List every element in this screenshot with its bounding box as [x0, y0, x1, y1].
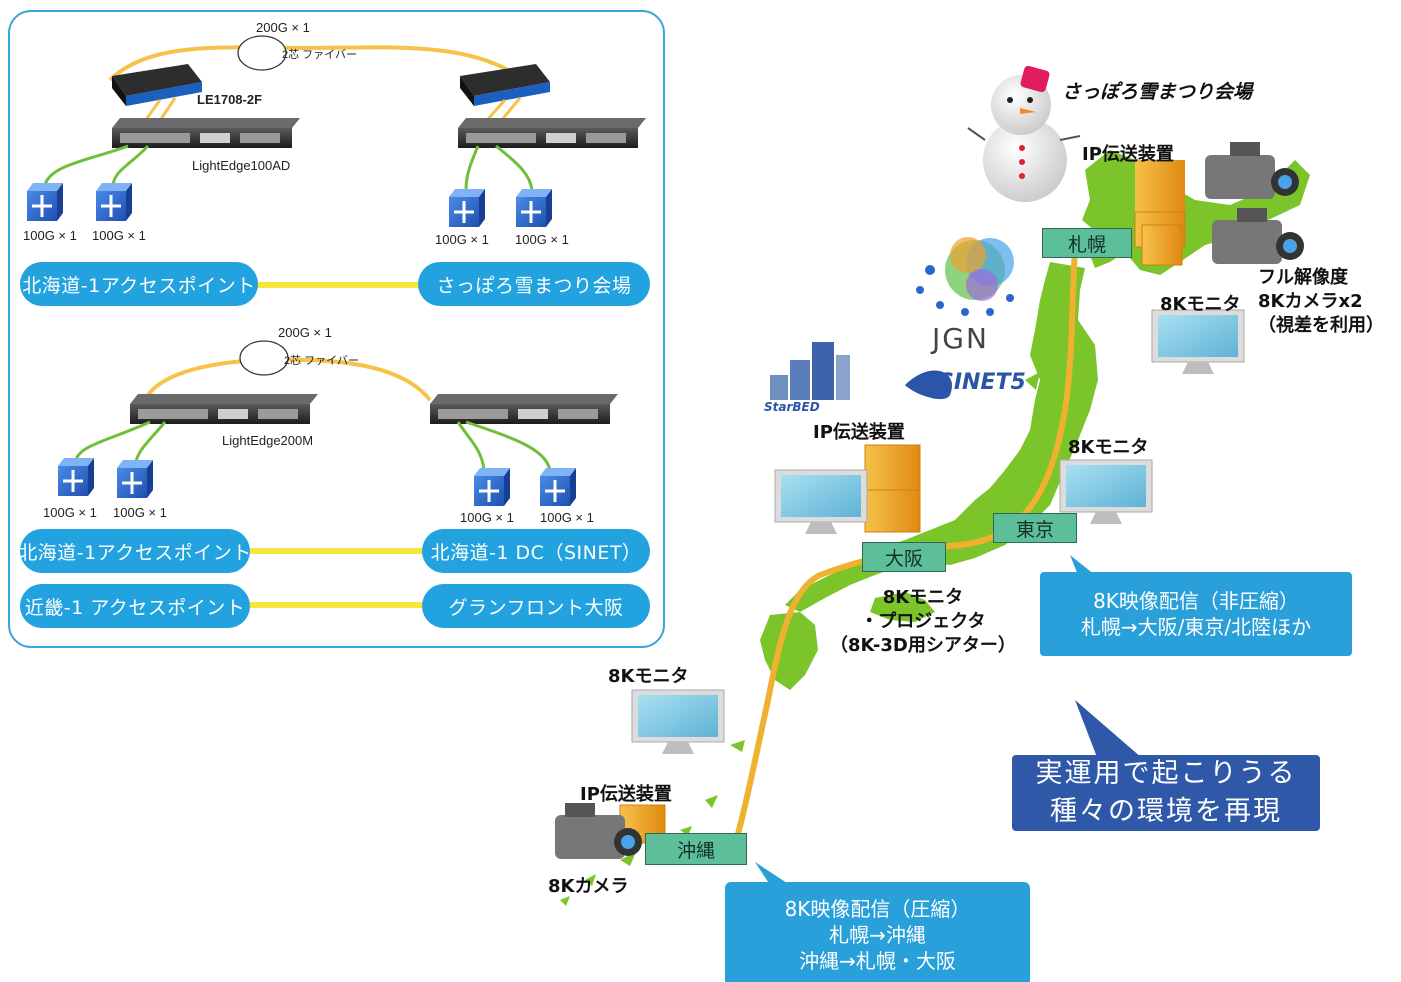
le1708-device-left [112, 64, 202, 106]
camera-label: フル解像度 8Kカメラx2 （視差を利用） [1258, 267, 1384, 336]
projector-label: 8Kモニタ ・プロジェクタ （8K-3D用シアター） [830, 587, 1016, 656]
city-okinawa: 沖縄 [645, 833, 747, 865]
starbed-logo-icon [770, 342, 850, 400]
lightedge200-right [430, 394, 618, 424]
lightedge100-label: LightEdge100AD [192, 158, 291, 173]
monitor-sapporo-icon [1151, 309, 1245, 374]
port-label: 100G × 1 [460, 510, 514, 525]
ip-device-okinawa-label: IP伝送装置 [580, 784, 672, 805]
port-label: 100G × 1 [92, 228, 146, 243]
top-fiber-label: 2芯 ファイバー [282, 49, 357, 61]
note-environment: 実運用で起こりうる 種々の環境を再現 [1012, 755, 1320, 831]
lightedge100-right [458, 118, 646, 148]
callout-pointer-compressed [755, 862, 790, 885]
pill-hokkaido-ap-2: 北海道-1アクセスポイント [18, 529, 251, 573]
monitor-okinawa-label: 8Kモニタ [608, 666, 689, 687]
monitor-osaka-icon [774, 469, 868, 534]
lightedge200-label: LightEdge200M [222, 433, 314, 448]
ip-device-osaka-icon [864, 444, 921, 533]
callout-pointer-environment [1075, 700, 1150, 765]
le1708-device-right [460, 64, 550, 106]
camera-8k-label: 8Kカメラ [548, 876, 629, 897]
jgn-logo-text: JGN [932, 322, 989, 355]
sinet-swoosh-icon [905, 370, 952, 400]
pill-kinki-ap: 近畿-1 アクセスポイント [20, 584, 250, 628]
note-compressed: 8K映像配信（圧縮） 札幌→沖縄 沖縄→札幌・大阪 [725, 882, 1030, 982]
pill-grandfront: グランフロント大阪 [422, 584, 650, 628]
lightedge100-left [112, 118, 300, 148]
port-label: 100G × 1 [23, 228, 77, 243]
monitor-sapporo-label: 8Kモニタ [1160, 294, 1241, 315]
city-tokyo: 東京 [993, 513, 1077, 543]
monitor-tokyo-icon [1059, 459, 1153, 524]
mid-fiber-link [143, 340, 432, 402]
top-fiber-link [108, 35, 522, 82]
le1708-label: LE1708-2F [197, 92, 263, 107]
jgn-logo-icon [916, 237, 1014, 316]
sinet-logo-text: SINET5 [938, 370, 1026, 395]
city-osaka: 大阪 [862, 542, 946, 572]
starbed-logo-text: StarBED [764, 400, 820, 414]
monitor-tokyo-label: 8Kモニタ [1068, 437, 1149, 458]
top-switch-icons [27, 183, 552, 227]
pill-yukimatsuri: さっぽろ雪まつり会場 [418, 262, 650, 306]
port-label: 100G × 1 [540, 510, 594, 525]
ip-device-sapporo-icon [1134, 160, 1186, 266]
pill-hokkaido-ap: 北海道-1アクセスポイント [20, 262, 258, 306]
mid-green-cables [74, 420, 552, 471]
port-label: 100G × 1 [515, 232, 569, 247]
monitor-okinawa-icon [631, 689, 725, 754]
city-sapporo: 札幌 [1042, 228, 1132, 258]
port-label: 100G × 1 [113, 505, 167, 520]
port-label: 100G × 1 [43, 505, 97, 520]
snowman-icon [967, 65, 1081, 202]
top-green-cables [43, 144, 534, 191]
mid-fiber-label: 2芯 ファイバー [284, 355, 359, 367]
top-link-label: 200G × 1 [256, 20, 310, 35]
ip-device-osaka-label: IP伝送装置 [813, 422, 905, 443]
note-uncompressed: 8K映像配信（非圧縮） 札幌→大阪/東京/北陸ほか [1040, 572, 1352, 656]
ip-device-sapporo-label: IP伝送装置 [1082, 144, 1174, 165]
camera-8k-okinawa-icon [555, 803, 642, 859]
port-label: 100G × 1 [435, 232, 489, 247]
lightedge200-left [130, 394, 318, 424]
camera-8k-icon-2 [1212, 208, 1304, 264]
camera-8k-icon-1 [1205, 142, 1299, 199]
venue-label: さっぽろ雪まつり会場 [1062, 81, 1253, 103]
pill-hokkaido-dc: 北海道-1 DC（SINET） [422, 529, 650, 573]
mid-link-label: 200G × 1 [278, 325, 332, 340]
mid-switch-icons [58, 458, 576, 506]
